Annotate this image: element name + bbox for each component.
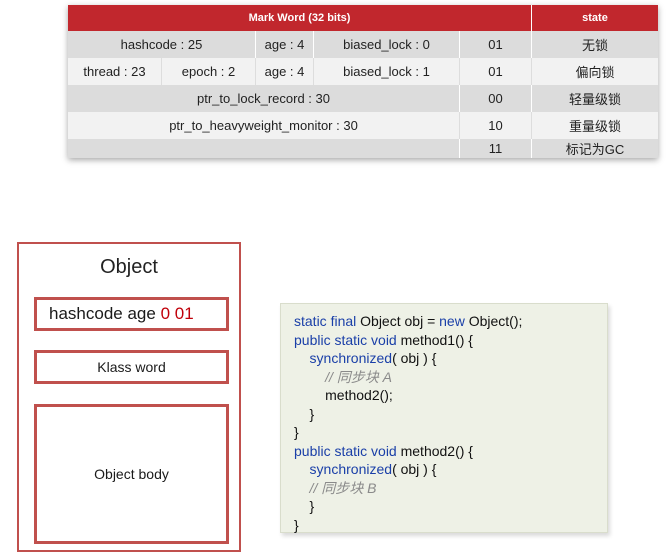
header-mark-word: Mark Word (32 bits) [68,5,532,31]
cell-ptr-lock-record: ptr_to_lock_record : 30 [68,85,460,112]
code-line: public static void method2() { [294,442,607,461]
object-title: Object [100,256,158,278]
code-text: method1() { [400,331,473,348]
code-line: synchronized( obj ) { [294,349,607,368]
cell-epoch: epoch : 2 [162,58,256,85]
code-comment: // 同步块 A [294,368,393,385]
object-body-label: Object body [94,466,169,482]
object-diagram: Object hashcode age 0 01 Klass word Obje… [17,242,241,552]
code-text: Object(); [468,313,523,329]
table-row: ptr_to_lock_record : 30 00 轻量级锁 [68,85,658,112]
table-row: 11 标记为GC [68,139,658,158]
cell-hashcode: hashcode : 25 [68,31,256,58]
code-comment: // 同步块 B [294,479,377,496]
cell-empty [68,139,460,158]
code-keyword: synchronized [294,350,393,366]
object-body-box: Object body [34,404,229,544]
code-line: method2(); [294,386,607,405]
code-line: synchronized( obj ) { [294,460,607,479]
cell-state: 标记为GC [565,142,625,157]
cell-state: 重量级锁 [568,119,621,134]
code-line: static final Object obj = new Object(); [294,312,607,331]
cell-state: 轻量级锁 [568,92,621,107]
code-keyword: public static void [294,442,401,459]
code-text: Object obj = [360,313,440,329]
mark-word-table: Mark Word (32 bits) state hashcode : 25 … [68,5,658,158]
code-block: static final Object obj = new Object();p… [280,303,608,533]
code-text: } [294,498,315,514]
code-keyword: new [439,313,469,329]
cell-biased-lock: biased_lock : 0 [314,31,460,58]
klass-word-label: Klass word [97,359,166,375]
code-text: } [294,424,299,440]
code-keyword: public static void [294,331,401,348]
code-line: } [294,497,607,516]
code-line: public static void method1() { [294,331,607,350]
cell-lock-bits: 11 [460,139,532,158]
cell-lock-bits: 10 [460,112,532,139]
code-text: method2(); [294,387,393,403]
code-keyword: synchronized [294,461,393,477]
table-row: hashcode : 25 age : 4 biased_lock : 0 01… [68,31,658,58]
cell-age: age : 4 [256,58,314,85]
object-header-box: hashcode age 0 01 [34,297,229,331]
table-row: ptr_to_heavyweight_monitor : 30 10 重量级锁 [68,112,658,139]
cell-ptr-monitor: ptr_to_heavyweight_monitor : 30 [68,112,460,139]
cell-lock-bits: 01 [460,58,532,85]
cell-lock-bits: 00 [460,85,532,112]
code-line: } [294,405,607,424]
code-text: method2() { [400,442,473,459]
code-keyword: static final [294,313,361,329]
code-text: ( obj ) { [392,461,437,477]
cell-state: 无锁 [581,38,608,53]
cell-thread: thread : 23 [68,58,162,85]
header-state: state [532,5,658,31]
object-header-text: hashcode age [49,304,156,323]
object-header-bits: 0 01 [160,304,194,323]
code-line: // 同步块 B [294,479,607,498]
cell-state: 偏向锁 [575,65,615,80]
code-line: } [294,516,607,535]
cell-biased-lock: biased_lock : 1 [314,58,460,85]
cell-age: age : 4 [256,31,314,58]
code-text: } [294,516,299,533]
cell-lock-bits: 01 [460,31,532,58]
table-row: thread : 23 epoch : 2 age : 4 biased_loc… [68,58,658,85]
code-text: ( obj ) { [392,350,437,366]
klass-word-box: Klass word [34,350,229,384]
table-header-row: Mark Word (32 bits) state [68,5,658,31]
code-line: } [294,423,607,442]
code-line: // 同步块 A [294,368,607,387]
code-text: } [294,405,315,422]
